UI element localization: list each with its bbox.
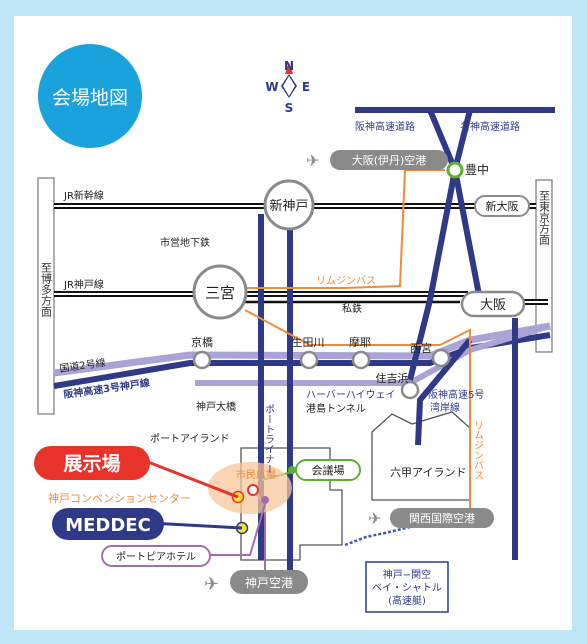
meishin-expressway [407, 109, 473, 381]
label-minatojima-tunnel: 港島トンネル [306, 402, 366, 415]
to-tokyo-banner [535, 179, 553, 353]
label-jr-shinkansen: JR新幹線 [63, 189, 104, 202]
venue-map-badge [38, 44, 142, 148]
station-dot-kyobashi[interactable] [192, 350, 212, 370]
compass-s: S [285, 101, 294, 115]
portopia-hotel-label: ポートピアホテル [116, 551, 196, 563]
plane-icon-itami: ✈ [306, 151, 319, 170]
station-shinkobe-label: 新神戸 [269, 198, 308, 214]
label-limousine-side: リムジンバス [472, 420, 484, 480]
label-kyobashi: 京橋 [191, 335, 213, 349]
airport-kansai[interactable] [390, 508, 494, 528]
compass-n: N [284, 59, 294, 73]
station-dot-nishinomiya[interactable] [431, 348, 451, 368]
limousine-bus-route-south [244, 309, 471, 520]
airport-kobe-label: 神戸空港 [245, 576, 293, 590]
label-harbor-highway: ハーバーハイウェイ [306, 389, 396, 401]
label-port-island: ポートアイランド [150, 433, 230, 445]
label-convention-center: 神戸コンベンションセンター [48, 491, 191, 505]
route-2-road [53, 322, 551, 377]
rokko-island-outline [371, 411, 471, 501]
compass-icon: N S E W [265, 59, 310, 115]
label-toyonaka: 豊中 [465, 162, 489, 177]
meddec-callout[interactable] [52, 508, 164, 540]
airport-itami-label: 大阪(伊丹)空港 [352, 153, 427, 167]
label-sumiyoshihama: 住吉浜 [376, 371, 409, 385]
label-hanshin-route5: 阪神高速5号 [428, 388, 484, 401]
station-shin-osaka[interactable] [474, 195, 530, 217]
kaigijo-label: 会議場 [312, 463, 345, 477]
label-ikutagawa: 生田川 [292, 335, 325, 349]
label-wangan: 湾岸線 [430, 401, 460, 414]
shuttle-line2: ベイ・シャトル [372, 582, 442, 594]
compass-w: W [265, 80, 278, 94]
station-osaka-label: 大阪 [480, 298, 506, 313]
station-osaka[interactable] [460, 290, 526, 318]
label-rokko-island: 六甲アイランド [390, 466, 466, 479]
station-shin-osaka-label: 新大阪 [486, 199, 519, 213]
compass-e: E [302, 80, 310, 94]
shuttle-line3: (高速艇) [388, 594, 426, 607]
label-shimin-hiroba: 市民広場 [236, 468, 276, 481]
airport-kobe[interactable] [230, 570, 308, 594]
shuttle-line1: 神戸−関空 [383, 568, 431, 581]
label-nishinomiya: 西宮 [410, 341, 432, 355]
station-shinkobe[interactable] [263, 179, 315, 231]
venue-callout[interactable] [34, 446, 150, 480]
to-hakata-label: 至博多方面 [40, 262, 53, 317]
shimin-hiroba-marker[interactable] [247, 484, 259, 496]
station-dot-sumiyoshihama[interactable] [400, 380, 420, 400]
bay-shuttle-box[interactable] [365, 561, 449, 613]
to-tokyo-label: 至東京方面 [538, 190, 551, 245]
station-dot-maya[interactable] [351, 350, 371, 370]
portopia-hotel-box[interactable] [101, 545, 211, 567]
label-limousine-top: リムジンバス [316, 275, 376, 287]
plane-icon-kobe: ✈ [204, 574, 219, 595]
label-hanshin-expressway: 阪神高速道路 [355, 120, 415, 133]
station-dot-ikutagawa[interactable] [299, 350, 319, 370]
plane-icon-kansai: ✈ [368, 509, 381, 528]
station-sannomiya[interactable] [192, 264, 248, 320]
airport-itami[interactable] [330, 150, 448, 170]
label-port-liner: ポートライナー [263, 404, 275, 474]
kaigijo-marker[interactable] [288, 466, 296, 474]
label-subway: 市営地下鉄 [160, 236, 210, 249]
label-maya: 摩耶 [349, 335, 371, 349]
label-jr-kobe: JR神戸線 [63, 278, 104, 291]
station-dot-toyonaka[interactable] [446, 161, 464, 179]
meddec-callout-label: MEDDEC [65, 515, 151, 536]
airport-kansai-label: 関西国際空港 [409, 511, 475, 525]
label-meishin-expressway: 名神高速道路 [460, 120, 520, 133]
station-sannomiya-label: 三宮 [205, 284, 235, 302]
label-shitetsu: 私鉄 [342, 302, 362, 315]
portopia-marker[interactable] [261, 496, 269, 504]
venue-callout-label: 展示場 [63, 453, 120, 475]
venue-map-badge-label: 会場地図 [52, 87, 128, 109]
label-kobe-ohashi: 神戸大橋 [196, 400, 236, 413]
route-5-spur [415, 338, 473, 446]
